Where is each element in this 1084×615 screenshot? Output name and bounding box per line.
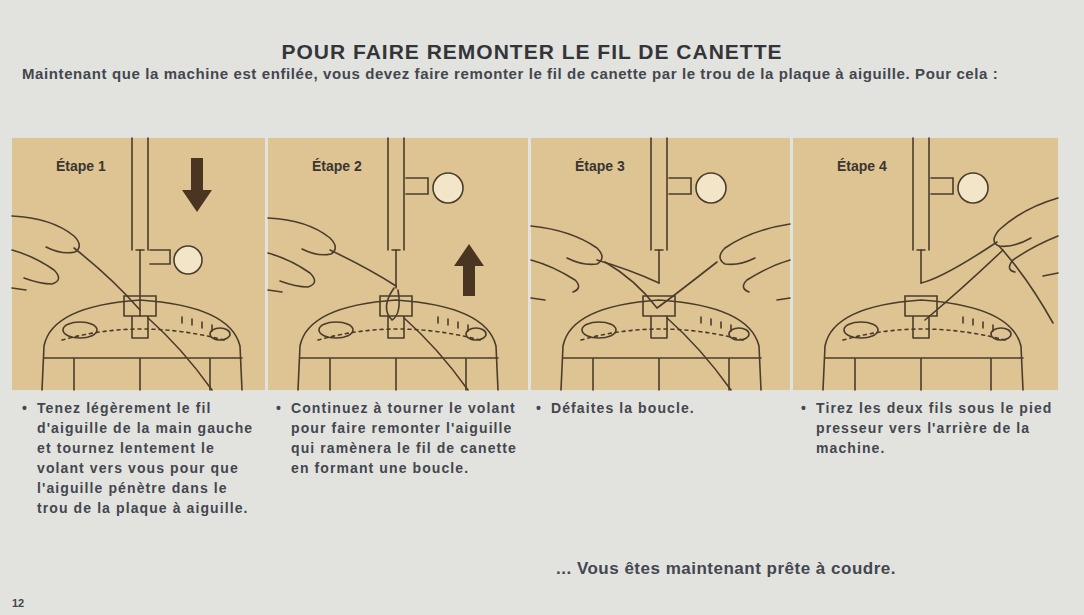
- step-label: Étape 3: [575, 158, 625, 174]
- intro-text: Maintenant que la machine est enfilée, v…: [22, 64, 1067, 84]
- panel-grounds: [12, 138, 1058, 390]
- bullet: •: [22, 398, 36, 418]
- bullet: •: [801, 398, 815, 418]
- step-panel: Étape 3: [531, 138, 790, 390]
- step-4-figure: [823, 138, 1058, 390]
- page-title: POUR FAIRE REMONTER LE FIL DE CANETTE: [0, 40, 1084, 64]
- page-number: 12: [12, 596, 52, 610]
- step-1-figure: [12, 138, 242, 390]
- bullet: •: [276, 398, 290, 418]
- step-caption: Défaites la boucle.: [551, 398, 783, 418]
- step-panel: Étape 1: [12, 138, 265, 390]
- step-label: Étape 1: [56, 158, 106, 174]
- step-2-figure: [268, 138, 498, 390]
- step-caption: Tirez les deux fils sous le pied presseu…: [816, 398, 1056, 458]
- closing-note: ... Vous êtes maintenant prête à coudre.: [556, 558, 1066, 580]
- step-3-figure: [531, 138, 790, 390]
- step-caption: Tenez légèrement le fil d'aiguille de la…: [37, 398, 259, 518]
- step-caption: Continuez à tourner le volant pour faire…: [291, 398, 523, 478]
- step-panel: Étape 2: [268, 138, 528, 390]
- step-panel: Étape 4: [793, 138, 1058, 390]
- bullet: •: [536, 398, 550, 418]
- step-label: Étape 2: [312, 158, 362, 174]
- step-label: Étape 4: [837, 158, 887, 174]
